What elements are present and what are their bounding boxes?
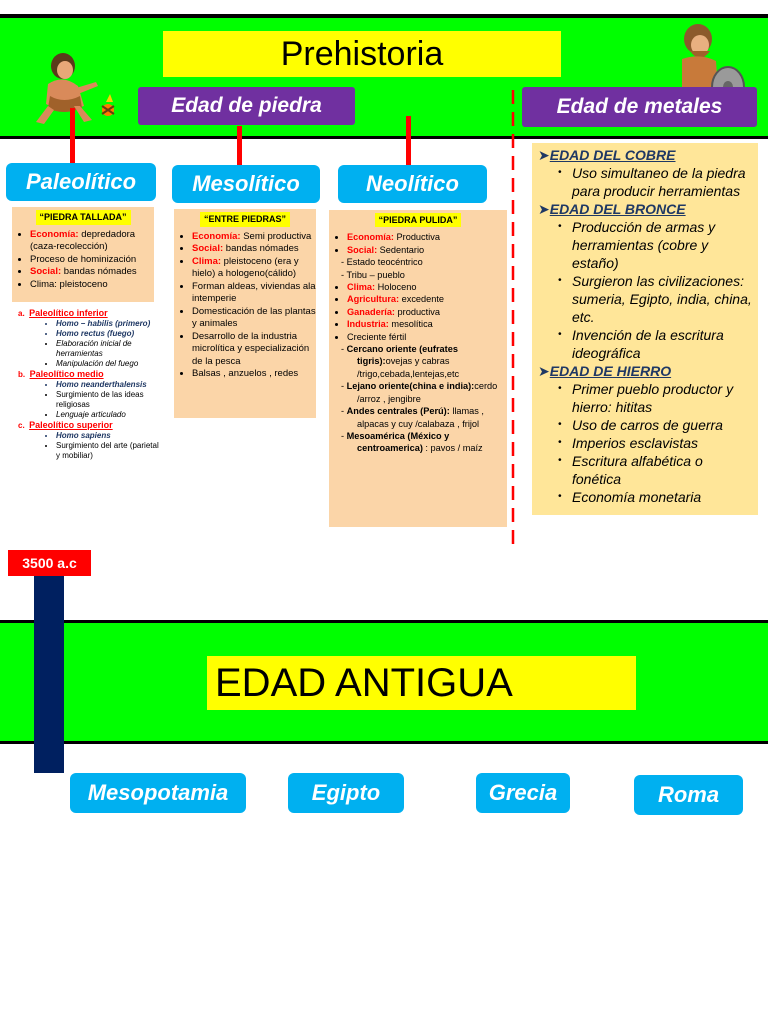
paleolithic-box: “PIEDRA TALLADA” Economía: depredadora (… — [12, 207, 154, 302]
neolithic-item: Ganadería: productiva — [347, 306, 507, 318]
connector-mesolithic — [237, 126, 242, 166]
neolithic-region: Lejano oriente(china e india):cerdo /arr… — [341, 380, 507, 405]
neolithic-region: Mesoamérica (México y centroamerica) : p… — [341, 430, 507, 455]
neolithic-region: Andes centrales (Perú): llamas , alpacas… — [341, 405, 507, 430]
civ-rome: Roma — [634, 775, 743, 815]
civ-egypt: Egipto — [288, 773, 404, 813]
subperiod-item: Lenguaje articulado — [56, 410, 160, 420]
paleolithic-label: Paleolítico — [6, 163, 156, 201]
neolithic-header: “PIEDRA PULIDA” — [374, 213, 462, 228]
subperiod-item: Homo neanderthalensis — [56, 380, 160, 390]
mesolithic-box: “ENTRE PIEDRAS” Economía: Semi productiv… — [174, 209, 316, 418]
paleolithic-item: Social: bandas nómades — [30, 266, 154, 279]
subperiod-heading: c. Paleolítico superior — [18, 420, 113, 430]
paleolithic-header: “PIEDRA TALLADA” — [35, 210, 131, 225]
paleolithic-item: Economía: depredadora (caza-recolección) — [30, 229, 154, 254]
civ-mesopotamia: Mesopotamia — [70, 773, 246, 813]
metal-item: Escritura alfabética o fonética — [558, 452, 754, 488]
subperiod-item: Homo rectus (fuego) — [56, 329, 160, 339]
neolithic-item: Clima: Holoceno — [347, 281, 507, 293]
subperiod-item: Homo sapiens — [56, 431, 160, 441]
neolithic-item: Creciente fértil — [347, 331, 507, 343]
mesolithic-item: Clima: pleistoceno (era y hielo) a holog… — [192, 256, 316, 281]
timeline-date: 3500 a.c — [8, 550, 91, 576]
metal-item: Imperios esclavistas — [558, 434, 754, 452]
metal-item: Uso simultaneo de la piedra para produci… — [558, 164, 754, 200]
mesolithic-item: Domesticación de las plantas y animales — [192, 306, 316, 331]
metal-item: Surgieron las civilizaciones: sumeria, E… — [558, 272, 754, 326]
neolithic-subitem: Estado teocéntrico — [341, 256, 507, 268]
mesolithic-header: “ENTRE PIEDRAS” — [199, 212, 290, 227]
neolithic-item: Agricultura: excedente — [347, 293, 507, 305]
neolithic-item: Economía: Productiva — [347, 231, 507, 243]
bronze-age-heading: ➤EDAD DEL BRONCE — [538, 201, 686, 217]
copper-age-heading: ➤EDAD DEL COBRE — [538, 147, 676, 163]
subperiod-item: Manipulación del fuego — [56, 359, 160, 369]
neolithic-region: Cercano oriente (eufrates tigris):ovejas… — [341, 343, 507, 380]
paleolithic-item: Proceso de hominización — [30, 254, 154, 267]
mesolithic-item: Social: bandas nómades — [192, 243, 316, 256]
iron-age-heading: ➤EDAD DE HIERRO — [538, 363, 672, 379]
connector-paleolithic — [70, 108, 75, 166]
neolithic-item: Social: Sedentario — [347, 244, 507, 256]
subperiod-item: Surgimiento de las ideas religiosas — [56, 390, 160, 410]
metal-item: Uso de carros de guerra — [558, 416, 754, 434]
paleolithic-subperiods: a. Paleolítico inferior Homo – habilis (… — [18, 308, 160, 461]
metal-age-box: ➤EDAD DEL COBRE Uso simultaneo de la pie… — [532, 143, 758, 515]
metal-age-label: Edad de metales — [522, 87, 757, 127]
mesolithic-label: Mesolítico — [172, 165, 320, 203]
subperiod-item: Homo – habilis (primero) — [56, 319, 160, 329]
metal-item: Economía monetaria — [558, 488, 754, 506]
mesolithic-item: Balsas , anzuelos , redes — [192, 368, 316, 381]
stone-age-label: Edad de piedra — [138, 87, 355, 125]
timeline-bar-overlay — [34, 620, 64, 744]
civ-greece: Grecia — [476, 773, 570, 813]
era-divider — [511, 90, 515, 545]
antiquity-title: EDAD ANTIGUA — [207, 656, 636, 710]
subperiod-item: Surgimiento del arte (parietal y mobilia… — [56, 441, 160, 461]
neolithic-box: “PIEDRA PULIDA” Economía: Productiva Soc… — [329, 210, 507, 527]
neolithic-item: Industria: mesolítica — [347, 318, 507, 330]
mesolithic-item: Forman aldeas, viviendas ala intemperie — [192, 281, 316, 306]
mesolithic-item: Desarrollo de la industria microlítica y… — [192, 331, 316, 369]
paleolithic-item: Clima: pleistoceno — [30, 279, 154, 292]
subperiod-heading: a. Paleolítico inferior — [18, 308, 108, 318]
mesolithic-item: Economía: Semi productiva — [192, 231, 316, 244]
metal-item: Primer pueblo productor y hierro: hitita… — [558, 380, 754, 416]
neolithic-subitem: Tribu – pueblo — [341, 269, 507, 281]
connector-neolithic — [406, 116, 411, 168]
neolithic-label: Neolítico — [338, 165, 487, 203]
subperiod-heading: b. Paleolítico medio — [18, 369, 104, 379]
subperiod-item: Elaboración inicial de herramientas — [56, 339, 160, 359]
metal-item: Invención de la escritura ideográfica — [558, 326, 754, 362]
prehistory-title: Prehistoria — [163, 31, 561, 77]
metal-item: Producción de armas y herramientas (cobr… — [558, 218, 754, 272]
